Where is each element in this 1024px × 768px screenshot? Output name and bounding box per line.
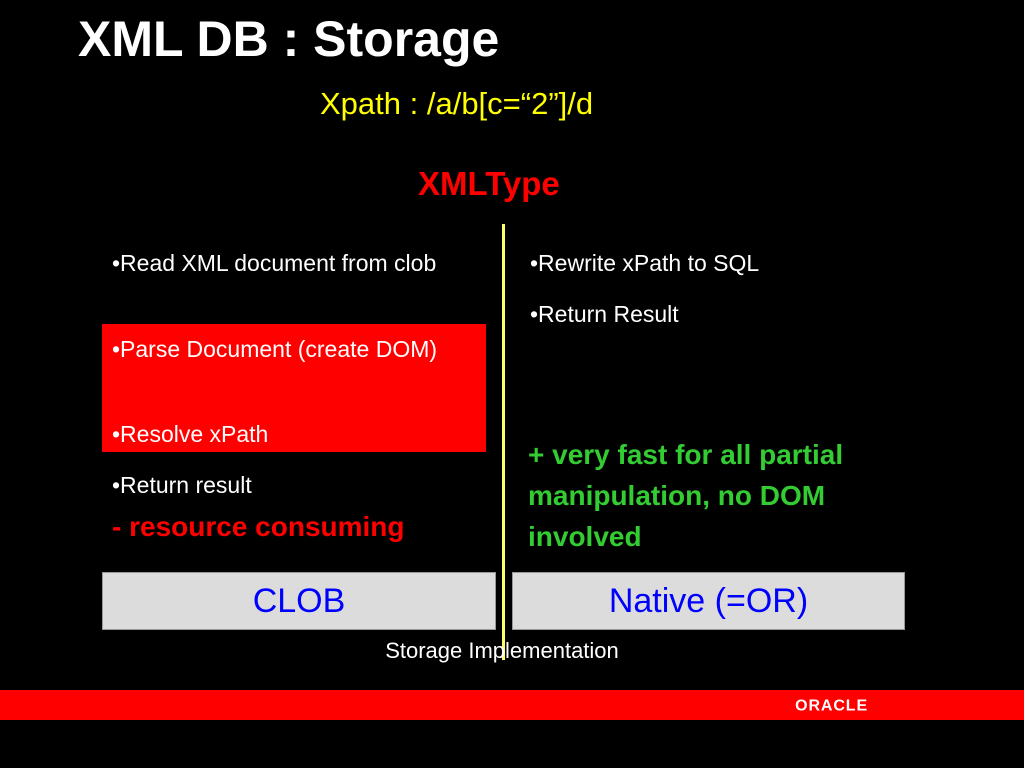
left-bullet-read: •Read XML document from clob	[112, 250, 437, 276]
oracle-logo: ORACLE	[795, 697, 868, 713]
left-bullet-resolve: •Resolve xPath	[112, 421, 269, 447]
oracle-logo-text: ORACLE	[795, 697, 868, 713]
left-bullet-parse: •Parse Document (create DOM)	[112, 336, 438, 362]
clob-box: CLOB	[102, 572, 496, 630]
xpath-subtitle: Xpath : /a/b[c=“2”]/d	[320, 86, 594, 121]
right-bullet-rewrite: •Rewrite xPath to SQL	[530, 250, 760, 276]
right-bullet-return: •Return Result	[530, 301, 679, 327]
left-con-text: - resource consuming	[112, 511, 405, 542]
left-bullet-return: •Return result	[112, 472, 252, 498]
native-box: Native (=OR)	[512, 572, 905, 630]
xmltype-heading: XMLType	[418, 165, 560, 202]
clob-label: CLOB	[252, 581, 346, 620]
right-pro-text: + very fast for all partial manipulation…	[528, 439, 844, 552]
column-divider	[502, 224, 505, 660]
slide-title: XML DB : Storage	[78, 11, 500, 67]
storage-implementation-label: Storage Implementation	[385, 638, 619, 663]
parse-highlight-box	[102, 324, 486, 452]
footer-bar	[0, 690, 1024, 720]
native-label: Native (=OR)	[608, 581, 809, 620]
